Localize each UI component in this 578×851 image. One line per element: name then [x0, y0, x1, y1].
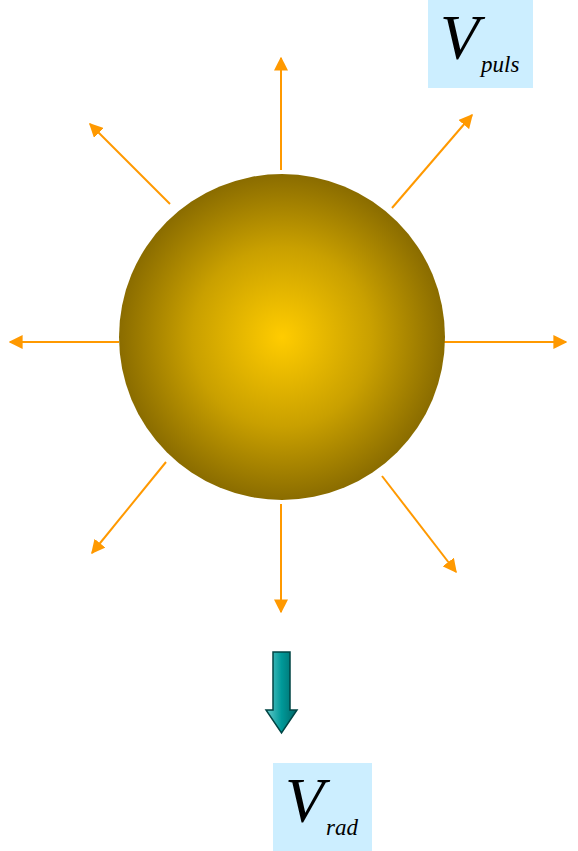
radial-arrow [444, 341, 566, 343]
radial-arrow [90, 124, 170, 204]
velocity-symbol: V [285, 765, 324, 836]
radial-arrow [10, 341, 119, 343]
radial-arrow [280, 504, 282, 612]
radial-arrow [280, 58, 282, 170]
velocity-symbol: V [440, 2, 479, 73]
velocity-subscript: rad [326, 815, 358, 840]
radial-arrow [92, 462, 166, 553]
velocity-label-box: Vrad [273, 763, 372, 851]
star-sphere [119, 174, 445, 500]
radial-arrows [10, 58, 566, 612]
velocity-label-box: Vpuls [428, 0, 533, 88]
velocity-subscript: puls [481, 52, 519, 77]
radial-arrow [382, 476, 456, 572]
motion-arrow [266, 652, 297, 733]
radial-arrow [392, 115, 472, 208]
